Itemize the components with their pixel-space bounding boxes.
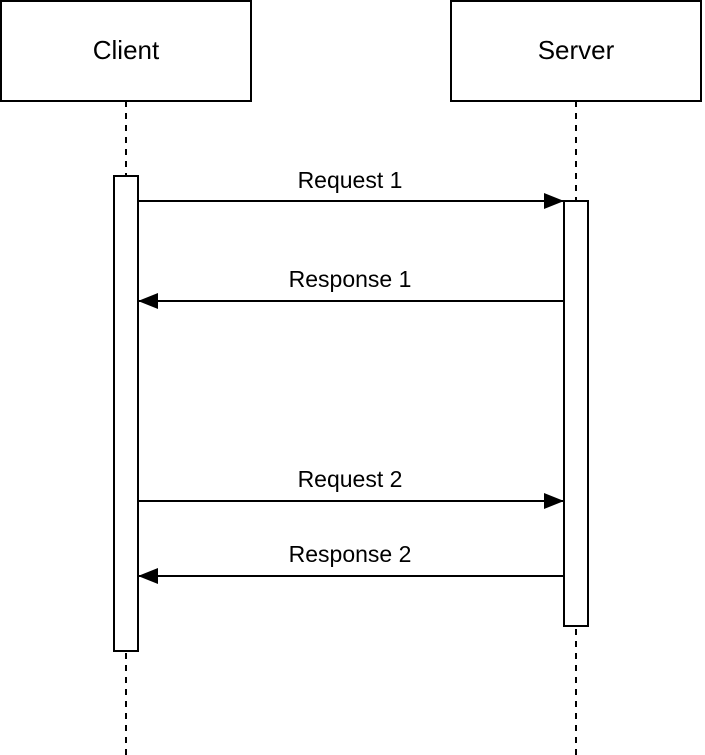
client-activation-bar [113,175,139,652]
request-1-label: Request 1 [298,167,403,193]
message-response-1: Response 1 [138,266,564,309]
server-actor: Server [450,0,702,102]
server-actor-label: Server [538,35,615,65]
client-actor-box [0,0,252,102]
request-2-label: Request 2 [298,466,403,492]
message-request-1: Request 1 [138,167,564,209]
client-actor: Client [0,0,252,102]
server-activation-bar [563,200,589,627]
response-1-label: Response 1 [289,266,412,292]
client-actor-label: Client [93,35,160,65]
message-request-2: Request 2 [138,466,564,509]
server-actor-box [450,0,702,102]
message-response-2: Response 2 [138,541,564,584]
response-2-label: Response 2 [289,541,412,567]
